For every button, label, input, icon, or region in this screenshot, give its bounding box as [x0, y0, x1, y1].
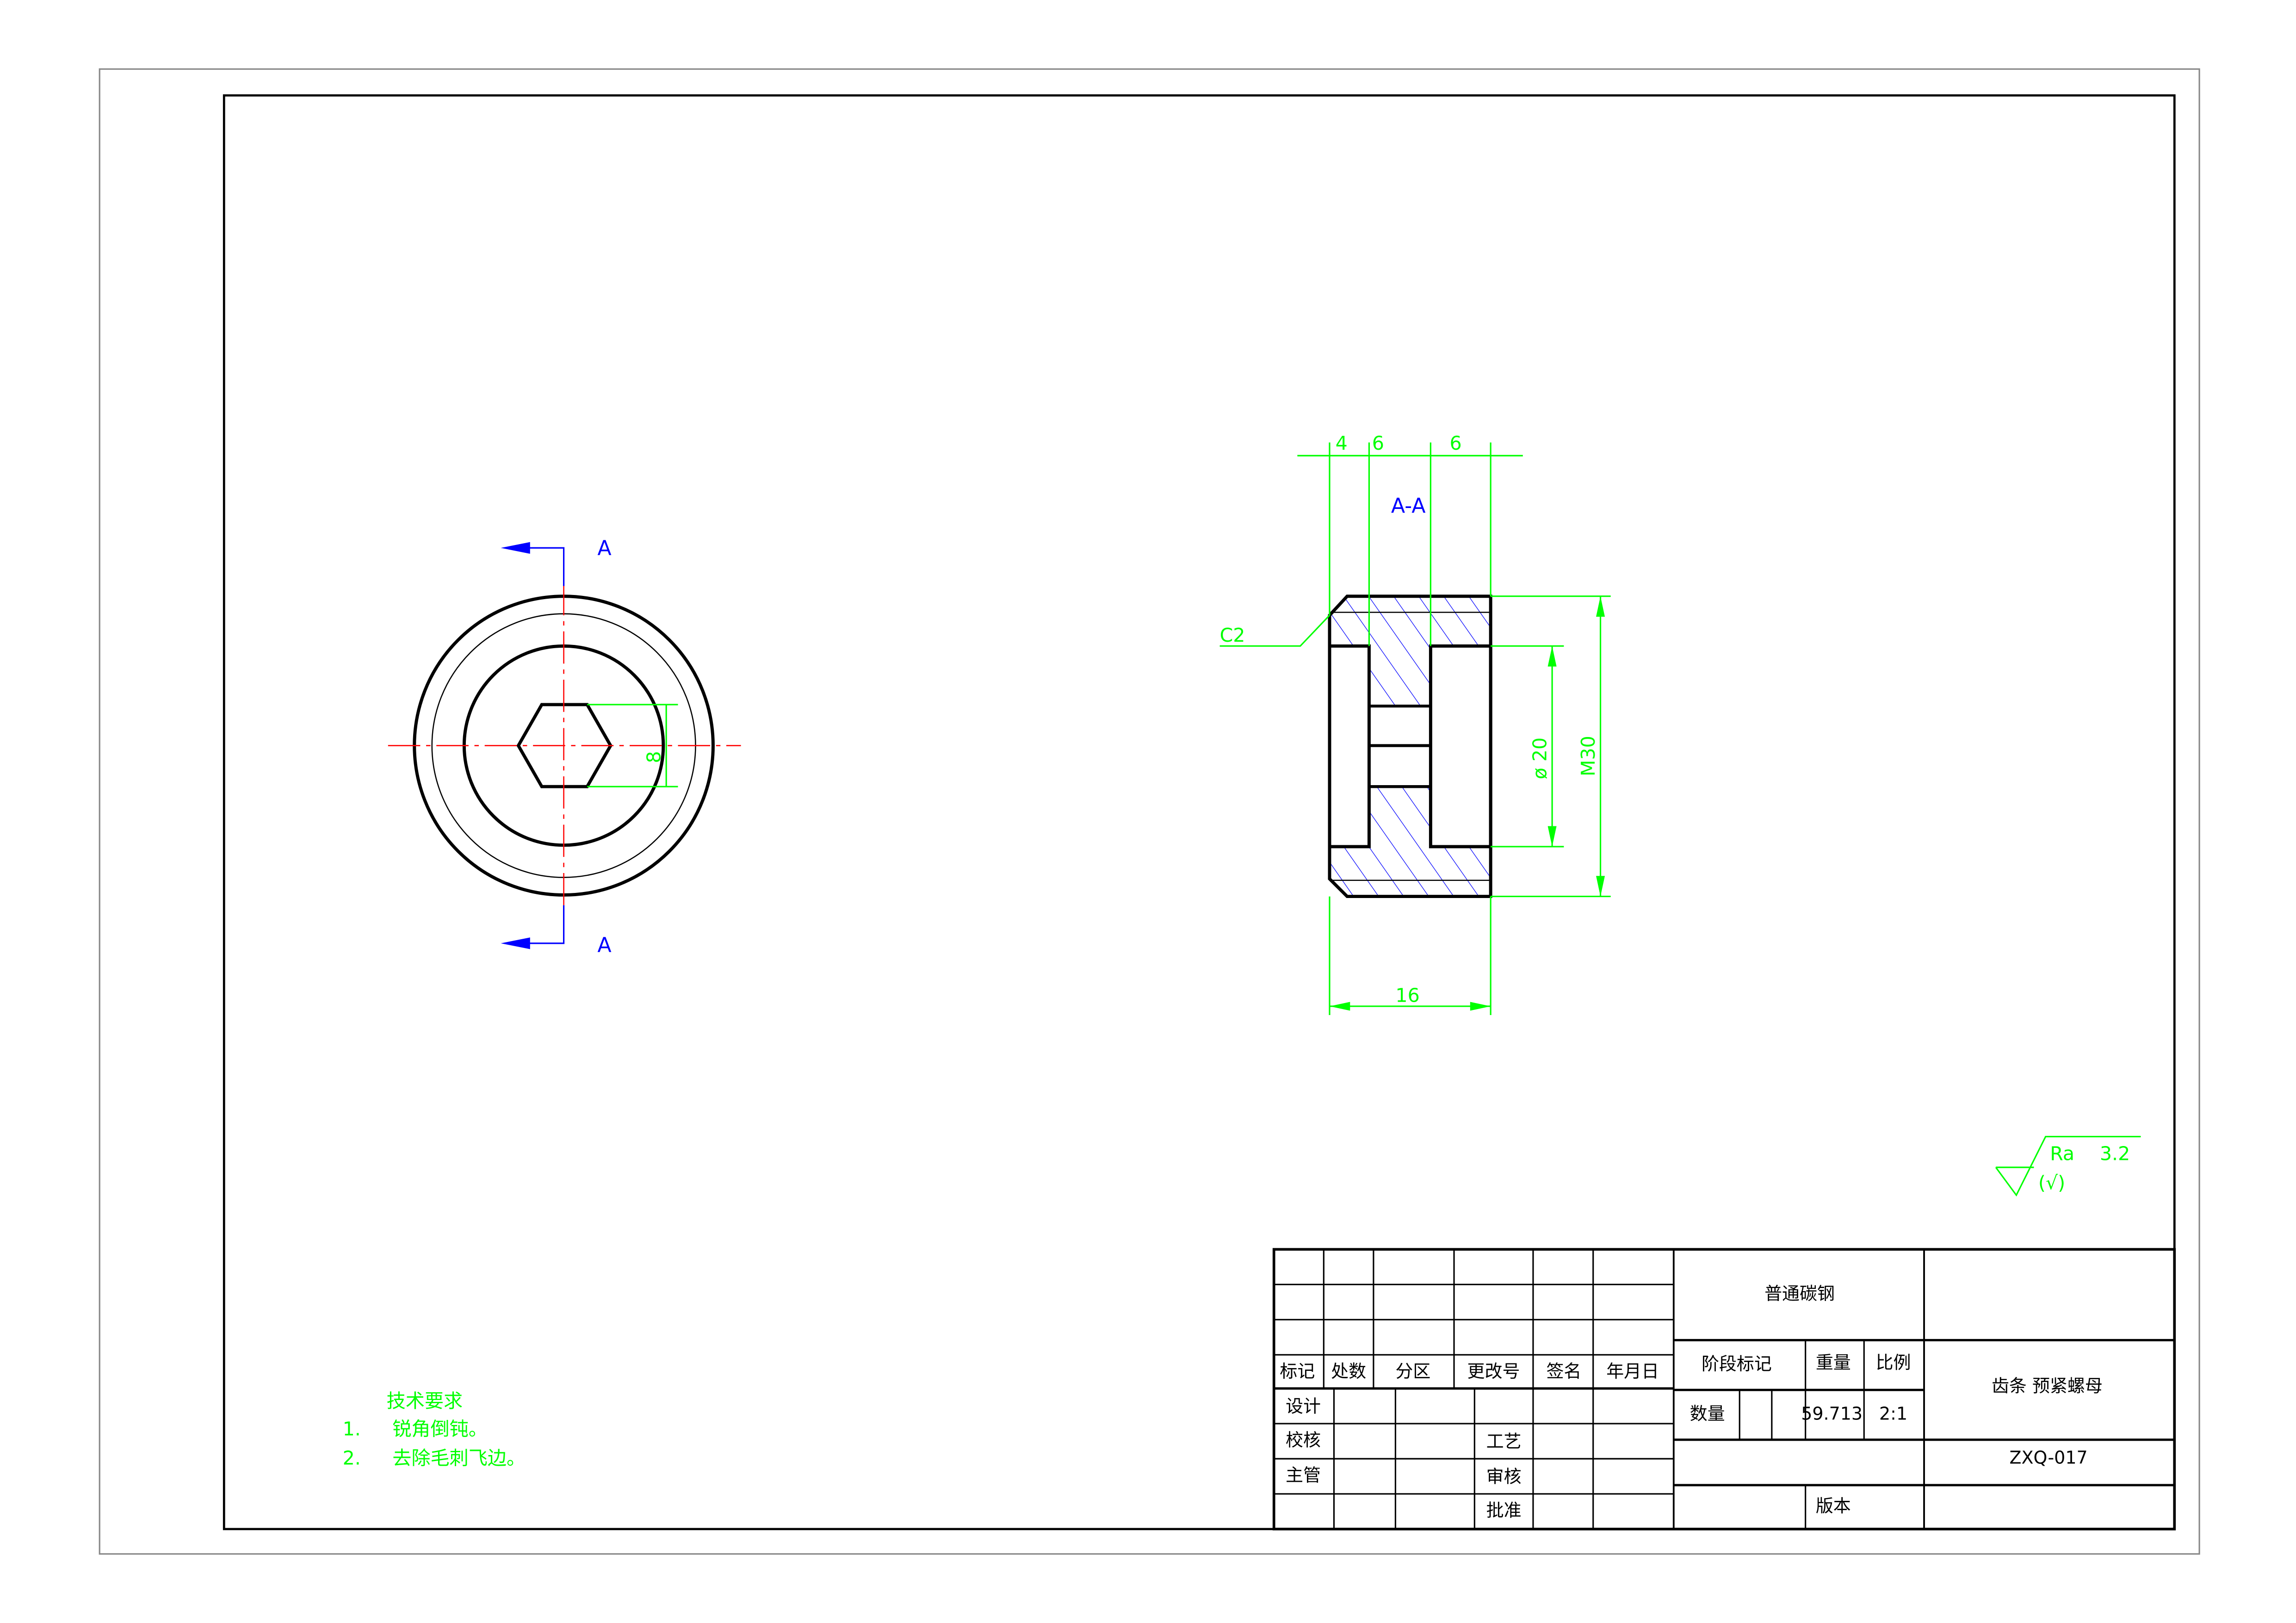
header-signature: 签名: [1546, 1361, 1581, 1381]
chamfer-leader: C2: [1219, 614, 1331, 647]
label-check: 校核: [1286, 1430, 1321, 1450]
dim-bore: ø 20: [1529, 737, 1551, 780]
tech-title: 技术要求: [387, 1390, 463, 1412]
outer-border: [99, 68, 2200, 1555]
label-stage: 阶段标记: [1702, 1354, 1772, 1374]
label-quantity: 数量: [1690, 1404, 1725, 1424]
label-manager: 主管: [1286, 1465, 1321, 1485]
label-weight: 重量: [1816, 1352, 1851, 1373]
surface-roughness-symbol: Ra 3.2 (√): [1995, 1136, 2141, 1197]
section-arrow-top: A: [501, 537, 612, 586]
hex-dimension: 8: [587, 704, 678, 787]
section-label-top: A: [597, 537, 611, 560]
header-count: 处数: [1331, 1361, 1366, 1381]
scale-value: 2:1: [1879, 1404, 1907, 1424]
label-approve: 批准: [1486, 1500, 1522, 1520]
dim-thread: M30: [1577, 736, 1599, 776]
top-dimensions: 4 6 6: [1297, 432, 1523, 646]
length-dimension: 16: [1329, 896, 1491, 1015]
header-date: 年月日: [1606, 1361, 1659, 1381]
label-process: 工艺: [1486, 1431, 1522, 1452]
header-change-no: 更改号: [1467, 1361, 1520, 1381]
roughness-note: (√): [2038, 1172, 2065, 1194]
label-scale: 比例: [1876, 1352, 1911, 1373]
section-title: A-A: [1391, 494, 1426, 518]
label-version: 版本: [1816, 1496, 1851, 1516]
title-block-text: 标记 处数 分区 更改号 签名 年月日 设计 校核 工艺 主管 审核 批准 普通…: [1280, 1283, 2102, 1520]
thread-dimension: M30: [1491, 595, 1611, 898]
technical-requirements: 技术要求 1. 锐角倒钝。 2. 去除毛刺飞边。: [343, 1390, 526, 1469]
weight-value: 59.713: [1801, 1404, 1863, 1424]
dim-16: 16: [1395, 984, 1419, 1006]
tech-item-text: 锐角倒钝。: [392, 1418, 488, 1440]
dim-chamfer: C2: [1220, 624, 1245, 646]
roughness-label: Ra: [2050, 1142, 2074, 1165]
material: 普通碳钢: [1764, 1283, 1835, 1304]
dim-hex: 8: [643, 751, 665, 763]
drawing-frame: [223, 94, 2176, 1530]
dim-4: 4: [1336, 432, 1348, 454]
part-name: 齿条 预紧螺母: [1992, 1375, 2103, 1396]
tech-item-num: 1.: [343, 1418, 361, 1440]
dim-6b: 6: [1450, 432, 1462, 454]
title-block: [1272, 1248, 2176, 1530]
drawing-number: ZXQ-017: [2010, 1448, 2088, 1468]
header-mark: 标记: [1280, 1361, 1315, 1381]
section-view: A-A 4 6 6 C2 ø 20: [1219, 432, 1611, 1015]
label-review: 审核: [1486, 1467, 1522, 1487]
tech-item-num: 2.: [343, 1447, 361, 1469]
bore-dimension: ø 20: [1491, 645, 1564, 848]
dim-6a: 6: [1372, 432, 1384, 454]
roughness-value: 3.2: [2100, 1142, 2130, 1165]
front-view: A A 8: [388, 537, 741, 957]
section-label-bottom: A: [597, 934, 611, 957]
section-arrow-bottom: A: [501, 905, 612, 957]
label-design: 设计: [1286, 1396, 1321, 1417]
header-zone: 分区: [1395, 1361, 1430, 1381]
tech-item-text: 去除毛刺飞边。: [392, 1447, 526, 1469]
